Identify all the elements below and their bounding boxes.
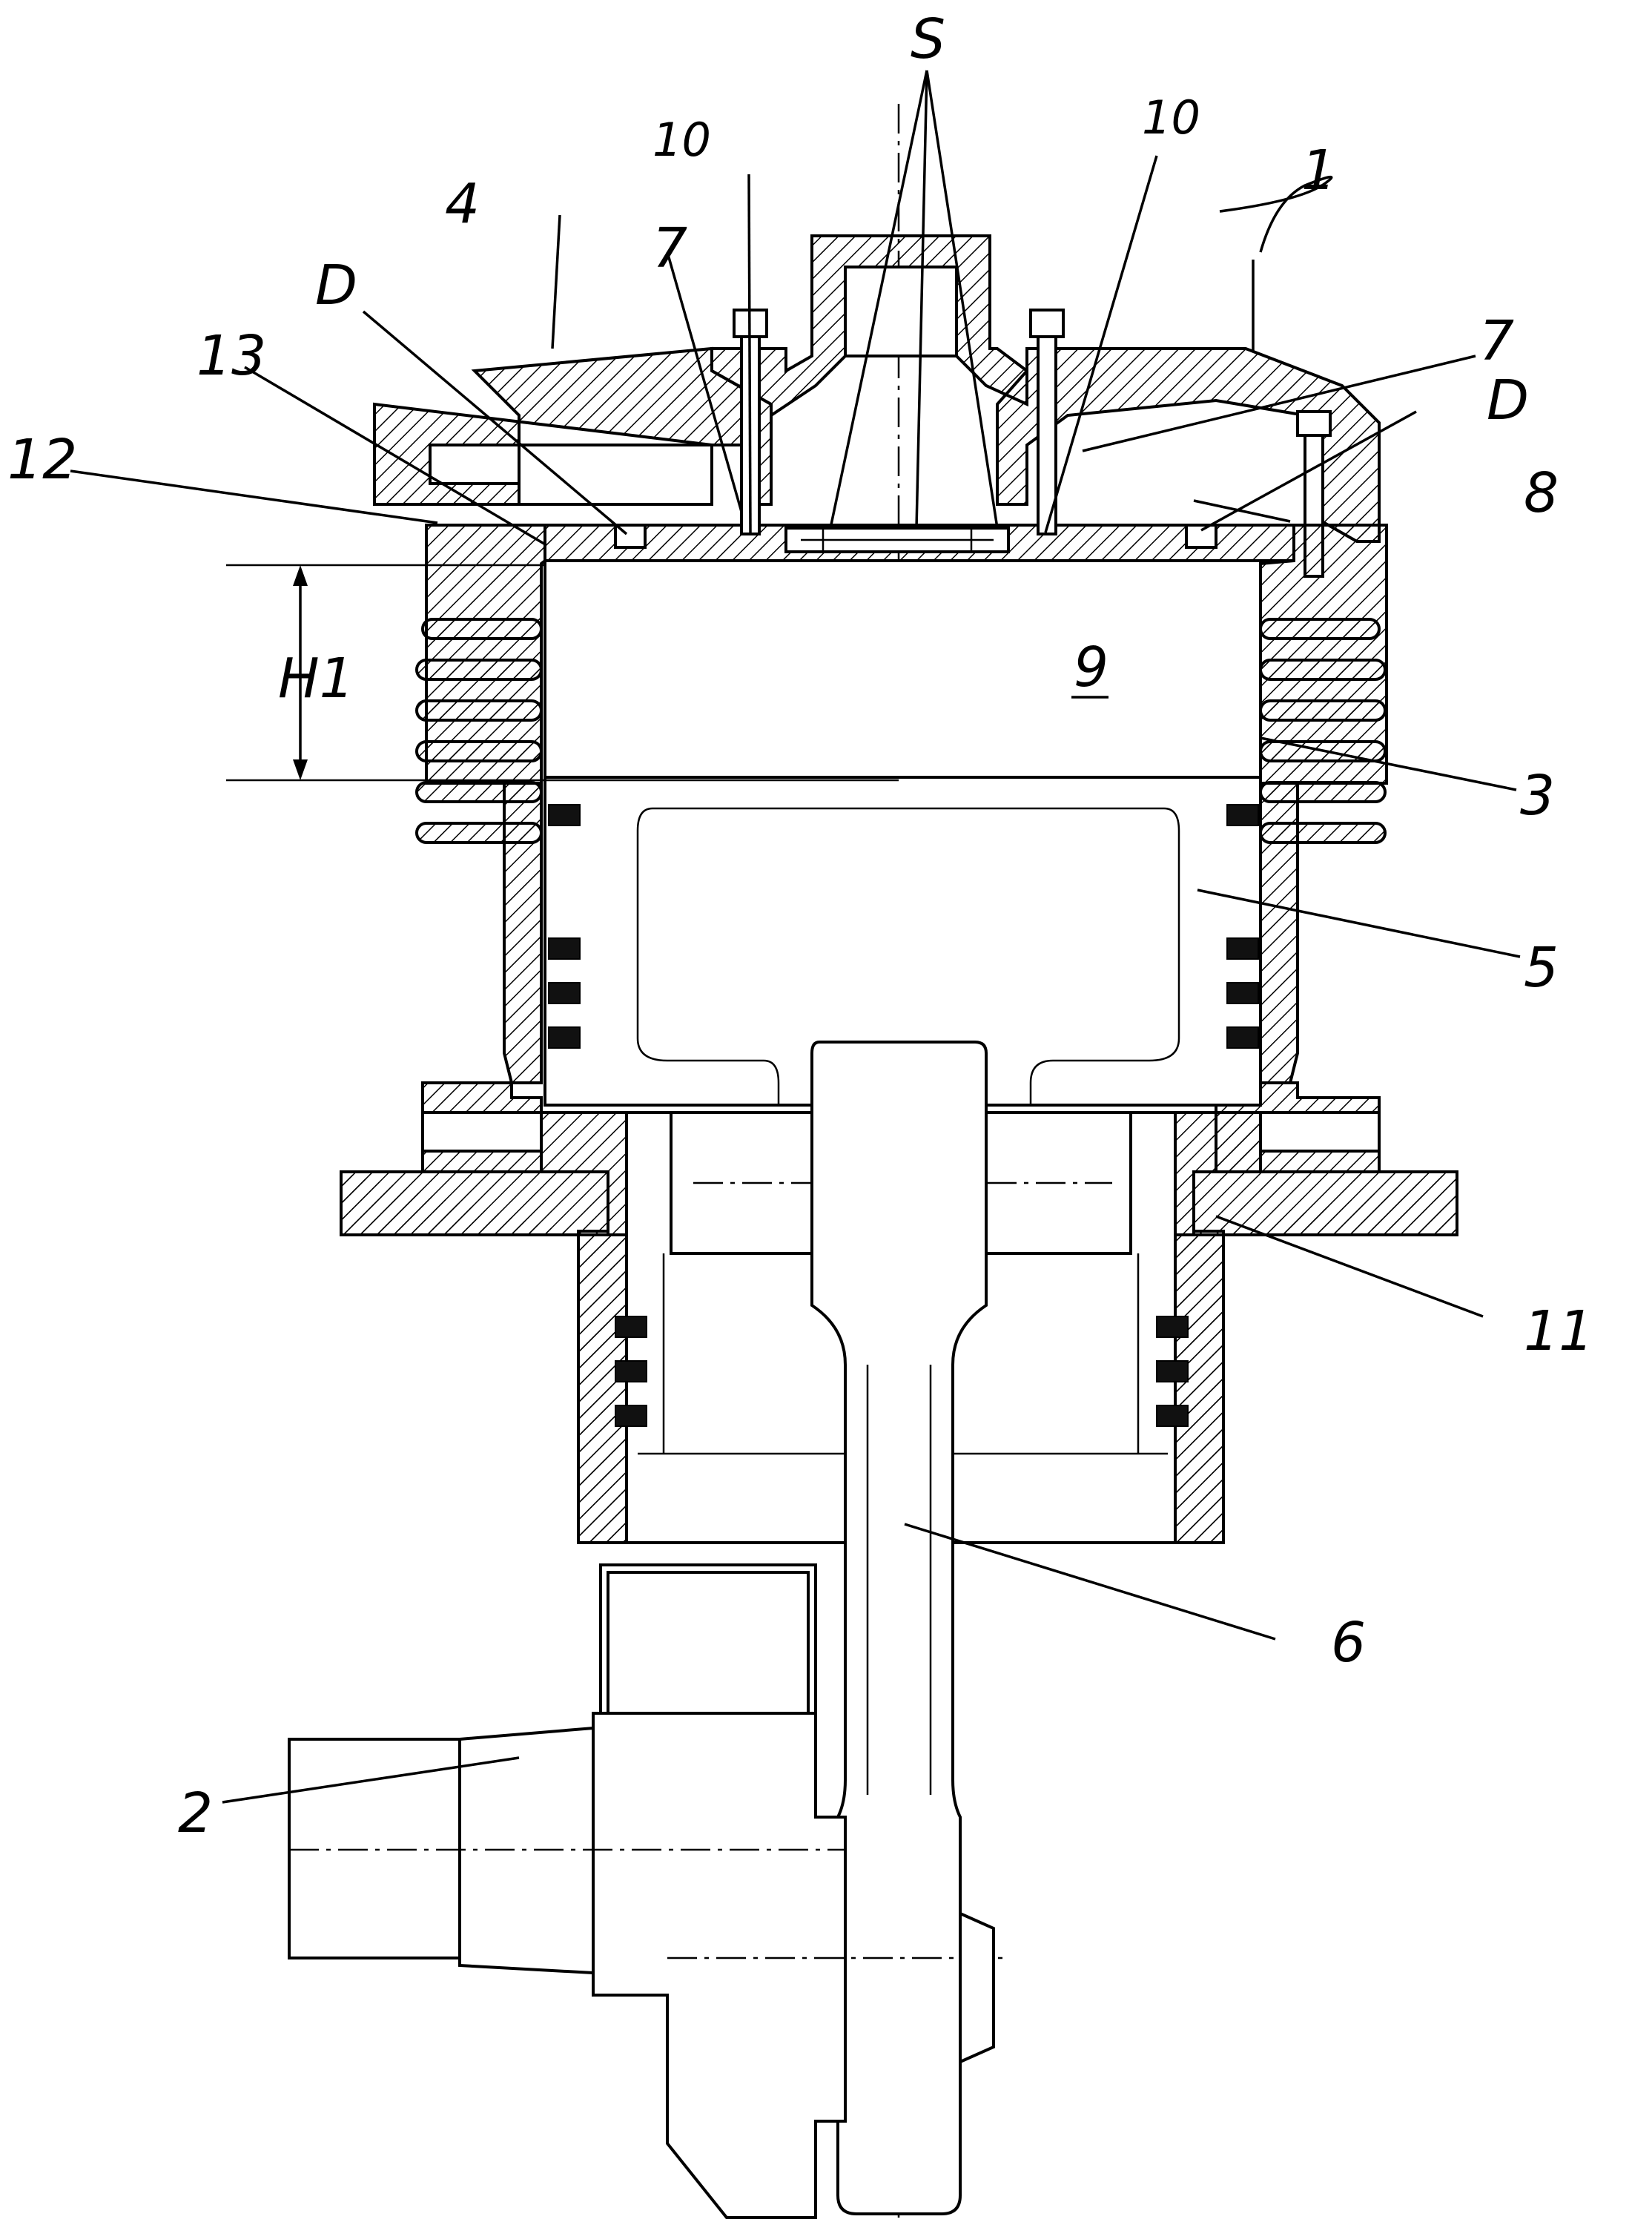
label-7-right: 7 — [1479, 309, 1514, 373]
leader-lines — [70, 70, 1521, 1804]
label-4: 4 — [445, 172, 480, 236]
label-3: 3 — [1520, 764, 1555, 828]
label-10-right: 10 — [1142, 90, 1200, 145]
piston-rings-upper — [548, 804, 1259, 1049]
piston — [543, 559, 1262, 1107]
connecting-rod — [810, 1041, 988, 2215]
label-2: 2 — [178, 1781, 213, 1845]
label-h1: H1 — [278, 647, 354, 711]
label-d-left: D — [315, 254, 357, 317]
label-7-left: 7 — [652, 217, 687, 280]
label-6: 6 — [1331, 1611, 1366, 1675]
label-9: 9 — [1074, 636, 1109, 699]
crankcase-flange — [340, 1111, 1458, 1544]
label-10-left: 10 — [652, 113, 711, 167]
label-13: 13 — [196, 324, 266, 388]
label-11: 11 — [1524, 1299, 1593, 1363]
label-d-right: D — [1487, 369, 1529, 432]
reference-labels: 1 2 3 4 5 6 7 7 8 9 10 10 11 12 13 D D S… — [7, 7, 1593, 1845]
cylinder-head — [373, 234, 1381, 543]
label-1: 1 — [1301, 139, 1336, 202]
crankshaft — [288, 1563, 1008, 2219]
label-8: 8 — [1524, 461, 1559, 525]
valve-plate — [543, 524, 1295, 562]
label-5: 5 — [1524, 936, 1559, 1000]
h1-dimension — [226, 564, 899, 782]
label-12: 12 — [7, 428, 77, 492]
cooling-fins-left — [415, 618, 543, 844]
label-s: S — [911, 7, 945, 71]
